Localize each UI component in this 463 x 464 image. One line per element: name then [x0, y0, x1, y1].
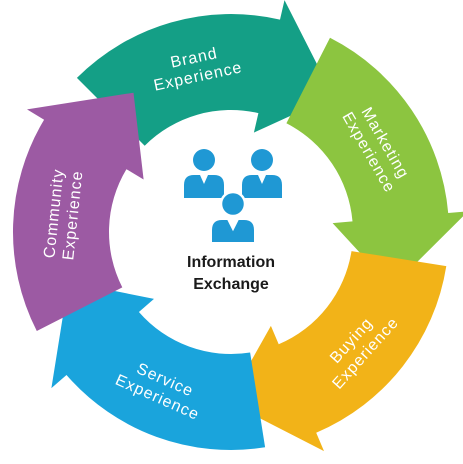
arrow-marketing [286, 37, 463, 288]
arrow-service [51, 281, 266, 450]
arrows-layer: BrandExperienceMarketingExperienceBuying… [12, 0, 463, 452]
segment-service: ServiceExperience [51, 281, 266, 450]
segment-buying: BuyingExperience [228, 251, 447, 452]
segment-marketing: MarketingExperience [286, 37, 463, 288]
arrow-buying [228, 251, 447, 452]
center-label-line-1: Information [187, 254, 275, 271]
segment-brand: BrandExperience [76, 0, 334, 146]
people-group-icon [184, 149, 282, 244]
arrow-brand [76, 0, 334, 146]
arrow-community [12, 92, 144, 331]
segment-community: CommunityExperience [12, 92, 144, 331]
center-label-line-2: Exchange [193, 276, 269, 293]
